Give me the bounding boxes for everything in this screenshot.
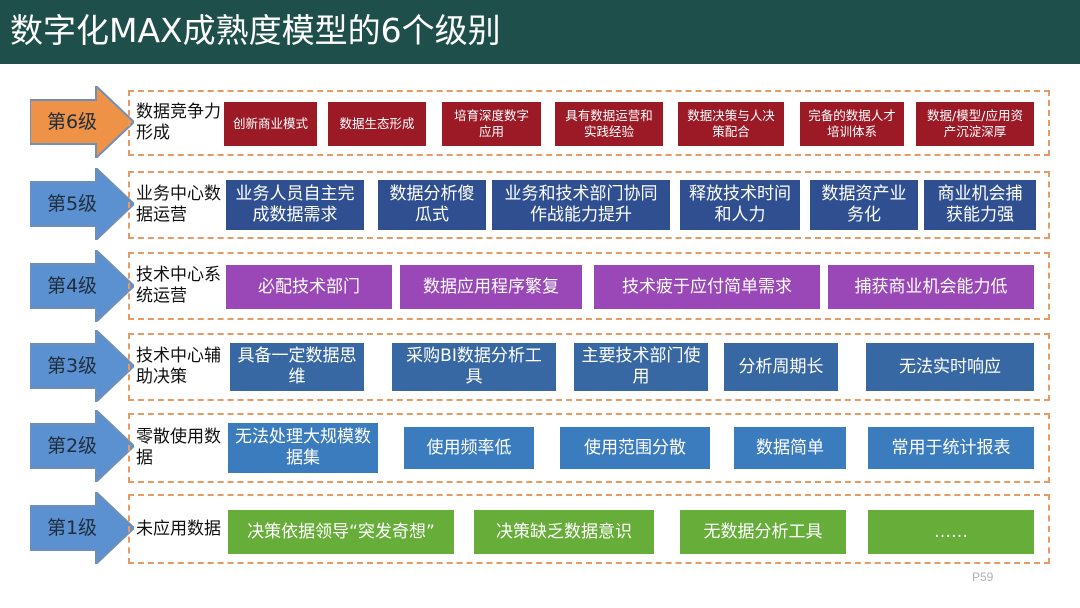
level-item: 业务和技术部门协同作战能力提升: [492, 180, 670, 230]
level-panel: 业务中心数据运营 业务人员自主完成数据需求 数据分析傻瓜式 业务和技术部门协同作…: [128, 171, 1050, 239]
level-item: 决策依据领导“突发奇想”: [228, 510, 454, 554]
level-item: 具有数据运营和实践经验: [555, 102, 663, 146]
level-label: 第5级: [46, 193, 98, 215]
level-item: 释放技术时间和人力: [680, 180, 800, 230]
level-item: 常用于统计报表: [868, 427, 1034, 469]
level-panel: 未应用数据 决策依据领导“突发奇想” 决策缺乏数据意识 无数据分析工具 ……: [128, 494, 1050, 564]
level-item: 必配技术部门: [226, 265, 392, 309]
level-item: ……: [868, 510, 1034, 554]
level-category: 业务中心数据运营: [136, 184, 221, 225]
level-item: 采购BI数据分析工具: [392, 343, 556, 391]
level-item: 数据生态形成: [328, 102, 426, 146]
level-label: 第1级: [46, 517, 98, 539]
level-category: 技术中心辅助决策: [136, 346, 221, 387]
level-category: 数据竞争力形成: [136, 102, 221, 143]
page-number: P59: [972, 570, 994, 584]
level-item: 数据资产业务化: [810, 180, 918, 230]
level-item: 使用频率低: [404, 427, 534, 469]
level-item: 捕获商业机会能力低: [828, 265, 1034, 309]
title-bar: 数字化MAX成熟度模型的6个级别: [0, 0, 1080, 64]
level-category: 零散使用数据: [136, 427, 221, 468]
level-item: 数据分析傻瓜式: [378, 180, 486, 230]
level-item: 无数据分析工具: [680, 510, 846, 554]
page-title: 数字化MAX成熟度模型的6个级别: [10, 11, 501, 50]
level-item: 无法实时响应: [866, 343, 1034, 391]
level-category: 未应用数据: [136, 518, 221, 539]
level-label: 第3级: [46, 355, 98, 377]
level-item: 使用范围分散: [560, 427, 710, 469]
level-arrow: 第2级: [30, 410, 134, 482]
level-label: 第2级: [46, 435, 98, 457]
level-item: 商业机会捕获能力强: [924, 180, 1036, 230]
level-arrow: 第6级: [30, 86, 134, 158]
level-label: 第6级: [46, 111, 98, 133]
level-category: 技术中心系统运营: [136, 265, 221, 306]
level-item: 分析周期长: [724, 343, 838, 391]
level-arrow: 第4级: [30, 250, 134, 322]
level-panel: 技术中心系统运营 必配技术部门 数据应用程序繁复 技术疲于应付简单需求 捕获商业…: [128, 252, 1050, 320]
level-item: 决策缺乏数据意识: [474, 510, 654, 554]
level-label: 第4级: [46, 275, 98, 297]
level-arrow: 第5级: [30, 168, 134, 240]
level-panel: 零散使用数据 无法处理大规模数据集 使用频率低 使用范围分散 数据简单 常用于统…: [128, 413, 1050, 483]
level-arrow: 第3级: [30, 330, 134, 402]
level-panel: 技术中心辅助决策 具备一定数据思维 采购BI数据分析工具 主要技术部门使用 分析…: [128, 333, 1050, 401]
level-item: 数据应用程序繁复: [400, 265, 582, 309]
level-item: 培育深度数字应用: [442, 102, 541, 146]
level-item: 数据决策与人决策配合: [678, 102, 784, 146]
level-item: 具备一定数据思维: [230, 343, 364, 391]
level-item: 业务人员自主完成数据需求: [226, 180, 364, 230]
level-item: 数据简单: [734, 427, 846, 469]
level-item: 数据/模型/应用资产沉淀深厚: [916, 102, 1034, 146]
level-item: 技术疲于应付简单需求: [594, 265, 820, 309]
level-item: 无法处理大规模数据集: [228, 423, 378, 473]
level-arrow: 第1级: [30, 492, 134, 564]
level-item: 主要技术部门使用: [574, 343, 708, 391]
level-item: 创新商业模式: [224, 102, 317, 146]
level-panel: 数据竞争力形成 创新商业模式 数据生态形成 培育深度数字应用 具有数据运营和实践…: [128, 90, 1050, 156]
level-item: 完备的数据人才培训体系: [800, 102, 904, 146]
